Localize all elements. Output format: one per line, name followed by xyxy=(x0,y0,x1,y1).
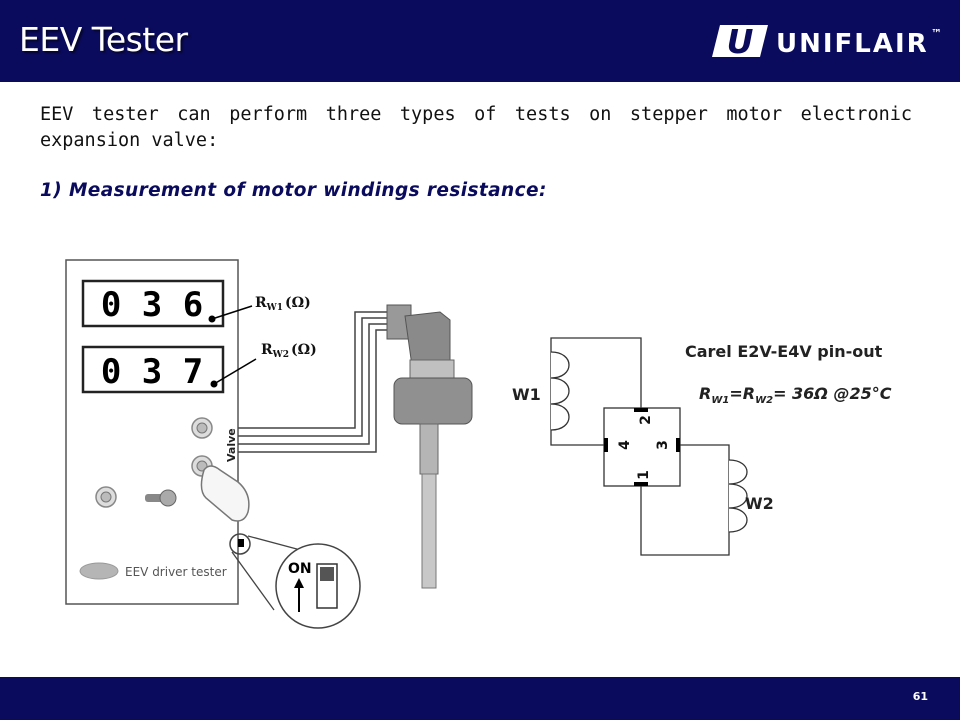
pin-3: 3 xyxy=(655,440,671,450)
display-rw1-value: 0 3 6 xyxy=(101,285,203,325)
eev-test-diagram: 0 3 6 0 3 7 RW1(Ω) RW2(Ω) Valve xyxy=(65,259,892,629)
page-number: 61 xyxy=(912,690,928,703)
footer-bar: 61 xyxy=(0,677,960,720)
brand-name: UNIFLAIR xyxy=(776,29,929,59)
display-rw2 xyxy=(81,345,225,394)
device-label-ellipse xyxy=(79,562,119,580)
toggle-switch xyxy=(145,489,177,507)
pinout-title: Carel E2V-E4V pin-out xyxy=(685,342,883,361)
rw2-label: RW2(Ω) xyxy=(261,342,317,360)
display-rw1 xyxy=(81,279,225,328)
valve-label: Valve xyxy=(225,428,238,462)
section-heading: 1) Measurement of motor windings resista… xyxy=(40,180,547,201)
w1-label: W1 xyxy=(512,385,541,404)
on-label: ON xyxy=(288,561,312,577)
rw1-label: RW1(Ω) xyxy=(255,295,311,313)
expansion-valve xyxy=(386,304,473,589)
brand-mark: U xyxy=(727,23,754,59)
aux-knob xyxy=(95,486,117,508)
pin-1: 1 xyxy=(636,470,652,480)
page-title: EEV Tester xyxy=(19,20,188,59)
w1-coil xyxy=(550,351,570,431)
valve-connector-top xyxy=(191,417,213,439)
device-label: EEV driver tester xyxy=(125,565,227,579)
uniflair-logo: U UNIFLAIR ™ xyxy=(712,23,942,59)
trademark-symbol: ™ xyxy=(931,27,942,40)
display-rw2-value: 0 3 7 xyxy=(101,352,203,392)
pinout-formula: RW1=RW2= 36Ω @25°C xyxy=(699,384,892,406)
finger-icon xyxy=(200,465,250,522)
intro-text: EEV tester can perform three types of te… xyxy=(40,104,912,151)
pin-2: 2 xyxy=(638,415,654,425)
w2-label: W2 xyxy=(745,494,774,513)
w2-coil xyxy=(728,459,748,533)
pin-4: 4 xyxy=(617,440,633,450)
header-bar: EEV Tester U UNIFLAIR ™ xyxy=(0,0,960,82)
